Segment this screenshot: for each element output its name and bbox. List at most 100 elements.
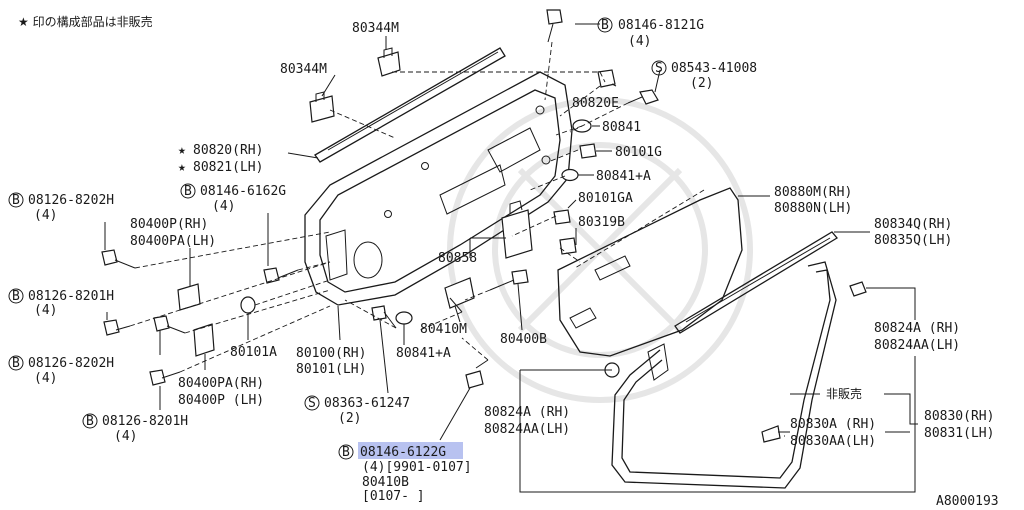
label-08146-8121g: 08146-8121G [618, 18, 704, 33]
clip-80101ga [553, 209, 571, 225]
label-80400p-lh: 80400P (LH) [178, 393, 264, 408]
label-80830aa-lh: 80830AA(LH) [790, 434, 876, 449]
circle-b-8202h-b [8, 355, 24, 371]
screw-08543-41008 [627, 89, 659, 105]
legend-note: ★ 印の構成部品は非販売 [18, 14, 153, 29]
door-weatherstrip [611, 261, 837, 489]
qty-08543-41008: (2) [690, 76, 713, 91]
label-08363-61247: 08363-61247 [324, 396, 410, 411]
circle-b-6162g [180, 183, 196, 199]
qty-08363-61247: (2) [338, 411, 361, 426]
label-80344m-left: 80344M [280, 62, 327, 77]
label-08146-6122g[interactable]: 08146-6122G [360, 445, 446, 460]
mark-b-6162g: B [184, 184, 192, 199]
label-80400b: 80400B [500, 332, 547, 347]
belt-moulding-80834q [674, 231, 838, 334]
label-80344m-top: 80344M [352, 21, 399, 36]
highlight-08146-6122g [358, 442, 463, 459]
circle-s-08363 [304, 395, 320, 411]
door-trim-panel [557, 187, 743, 357]
label-80410b: 80410B [362, 475, 409, 490]
label-80880n-lh: 80880N(LH) [774, 201, 852, 216]
label-80319b: 80319B [578, 215, 625, 230]
mark-b-8202h-b: B [12, 356, 20, 371]
label-80101a: 80101A [230, 345, 277, 360]
bolt-08126-8202h-lower [153, 315, 186, 334]
clip-80344m-top [377, 47, 401, 77]
clip-80830a [761, 425, 781, 443]
label-80820-rh: 80820(RH) [193, 143, 263, 158]
diagram-code: A8000193 [936, 494, 999, 509]
hinge-80410m [444, 277, 475, 313]
clip-80101g [579, 143, 597, 159]
label-08126-8202h-a: 08126-8202H [28, 193, 114, 208]
label-80100-rh: 80100(RH) [296, 346, 366, 361]
label-08126-8202h-b: 08126-8202H [28, 356, 114, 371]
label-80834q-rh: 80834Q(RH) [874, 217, 952, 232]
label-80400pa-rh: 80400PA(RH) [178, 376, 264, 391]
label-80841a-lower: 80841+A [396, 346, 451, 361]
leader-lines [104, 23, 918, 493]
bracket-note: 非販売 [826, 386, 862, 401]
mark-b-8201h-b: B [86, 414, 94, 429]
qty-08146-8121g: (4) [628, 34, 651, 49]
bolt-80400b [489, 269, 529, 291]
fastener-80820e [597, 69, 616, 88]
mark-b-8201h-a: B [12, 289, 20, 304]
label-80821-lh: 80821(LH) [193, 160, 263, 175]
circle-b-8201h-b [82, 413, 98, 429]
label-08126-8201h-a: 08126-8201H [28, 289, 114, 304]
label-80101g: 80101G [615, 145, 662, 160]
clip-80824a-upper [849, 281, 867, 297]
bolt-08146-6122g [465, 359, 489, 389]
qty-08126-8201h-b: (4) [114, 429, 137, 444]
mark-s-08543: S [655, 61, 663, 76]
mark-b-8202h-a: B [12, 193, 20, 208]
label-80101ga: 80101GA [578, 191, 633, 206]
circle-b-8202h-a [8, 192, 24, 208]
label-80831-lh: 80831(LH) [924, 426, 994, 441]
bolt-08126-8201h-lower [149, 369, 181, 386]
label-80858: 80858 [438, 251, 477, 266]
bolt-08126-8202h-upper [101, 249, 136, 269]
assembly-dashed-lines [129, 41, 705, 373]
label-80820e: 80820E [572, 96, 619, 111]
qty-08146-6162g: (4) [212, 199, 235, 214]
label-08146-6162g: 08146-6162G [200, 184, 286, 199]
label-80400pa-lh: 80400PA(LH) [130, 234, 216, 249]
range-80410b: [0107- ] [362, 489, 425, 504]
label-80824a-rh-right: 80824A (RH) [874, 321, 960, 336]
label-08543-41008: 08543-41008 [671, 61, 757, 76]
circle-b-6122g [338, 444, 354, 460]
mark-b-6122g: B [342, 445, 350, 460]
label-80880m-rh: 80880M(RH) [774, 185, 852, 200]
circle-s-08543 [651, 60, 667, 76]
qty-08146-6122g: (4)[9901-0107] [362, 460, 472, 475]
star-80821: ★ [178, 160, 186, 175]
qty-08126-8202h-a: (4) [34, 208, 57, 223]
label-80824aa-lh-left: 80824AA(LH) [484, 422, 570, 437]
outer-weatherstrip [314, 47, 506, 163]
hinge-80400pa [193, 323, 215, 357]
circle-b-8201h-a [8, 288, 24, 304]
label-08126-8201h-b: 08126-8201H [102, 414, 188, 429]
door-inner-panel [304, 71, 573, 306]
label-80841: 80841 [602, 120, 641, 135]
label-80824a-rh-left: 80824A (RH) [484, 405, 570, 420]
mark-s-08363: S [308, 396, 316, 411]
bolt-08126-8201h-upper [103, 319, 131, 336]
label-80824aa-lh-right: 80824AA(LH) [874, 338, 960, 353]
label-80830-rh: 80830(RH) [924, 409, 994, 424]
label-80400p-rh: 80400P(RH) [130, 217, 208, 232]
clip-80344m-left [309, 91, 335, 123]
label-80410m: 80410M [420, 322, 467, 337]
qty-08126-8201h-a: (4) [34, 303, 57, 318]
label-80835q-lh: 80835Q(LH) [874, 233, 952, 248]
bolt-08146-8121g [546, 9, 563, 43]
label-80830a-rh: 80830A (RH) [790, 417, 876, 432]
label-80841a-upper: 80841+A [596, 169, 651, 184]
label-80101-lh: 80101(LH) [296, 362, 366, 377]
